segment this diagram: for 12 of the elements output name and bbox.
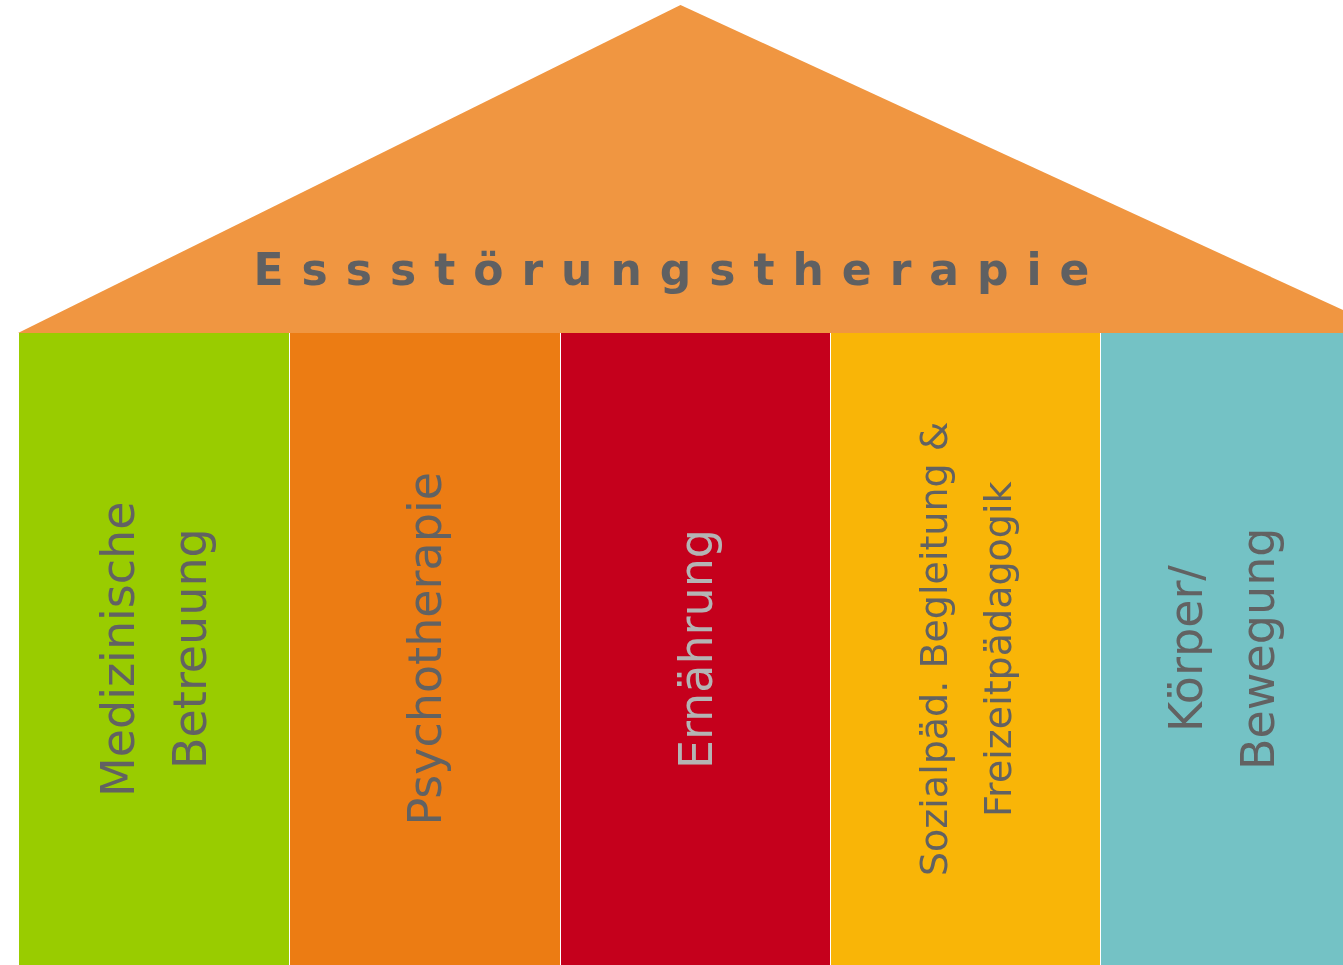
- pillar: [18, 333, 289, 965]
- pillar-label: Sozialpäd. Begleitung & Freizeitpädagogik: [910, 420, 1021, 879]
- pillar: [830, 333, 1100, 965]
- pillar-label: Ernährung: [667, 528, 724, 770]
- pillar-label: Psychotherapie: [397, 472, 453, 826]
- pillar: [289, 333, 560, 965]
- pillar: [1100, 333, 1343, 965]
- roof-triangle: [18, 5, 1343, 333]
- pillar: [560, 333, 830, 965]
- pillar-label: Medizinische Betreuung: [90, 500, 218, 799]
- roof-title: Essstörungstherapie: [252, 244, 1109, 295]
- pillar-label: Körper/ Bewegung: [1158, 526, 1286, 773]
